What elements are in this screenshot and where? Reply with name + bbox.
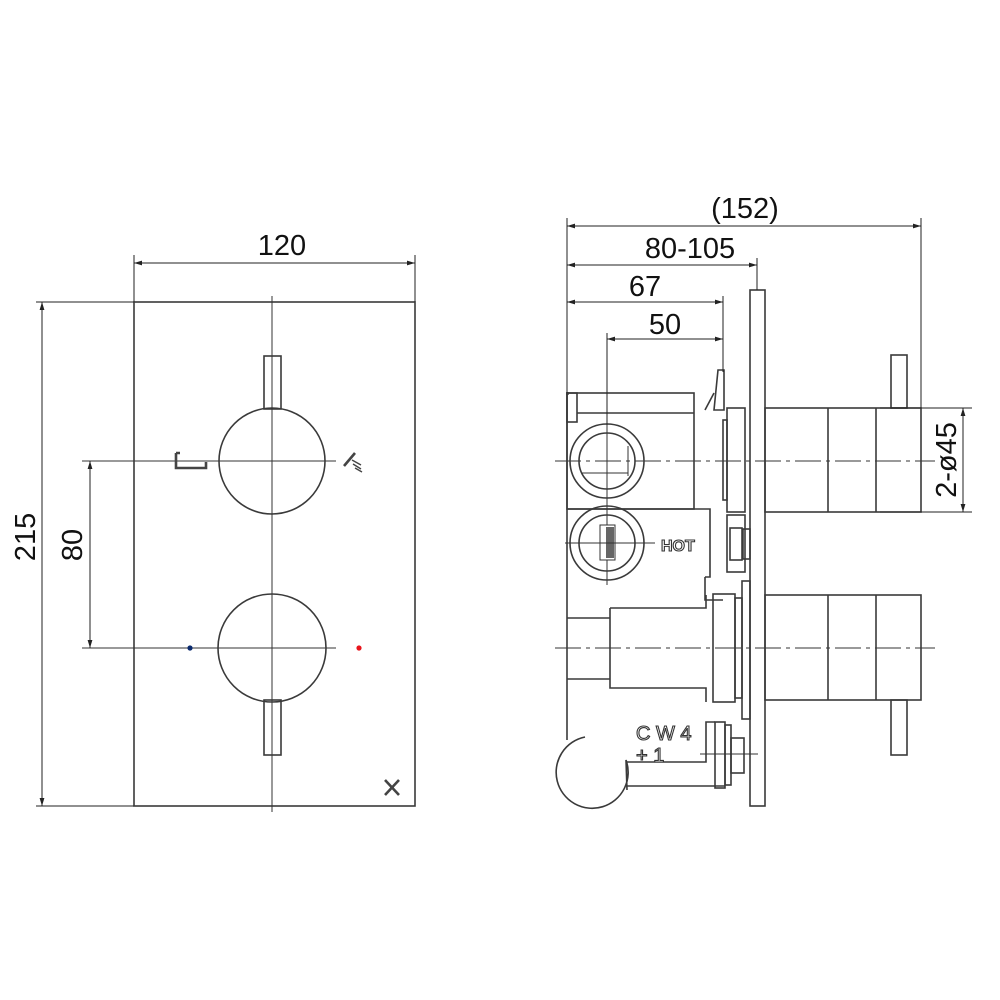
knob-diameter-dimension: 2-ø45 [931,422,963,498]
width-dimension: 120 [258,230,306,262]
cw4-label: C W 4 [636,723,692,745]
plus1-label: + 1 [636,745,664,767]
cold-indicator-dot [187,645,193,651]
wall-plate [749,289,766,807]
front-view: 120 215 80 [10,230,416,812]
shower-icon [343,452,363,473]
lower-knob-side[interactable] [764,594,922,701]
valve-body [555,369,758,810]
lower-port-fitting [565,505,655,581]
lower-knob[interactable] [217,593,327,703]
brand-x-logo [384,779,400,796]
wall-depth-dimension: 80-105 [645,233,735,265]
lower-lever-side[interactable] [890,699,908,756]
lower-lever[interactable] [263,699,282,756]
depth-67-dimension: 67 [629,271,661,303]
side-view: HOT C W 4 + 1 (152) 80-105 67 50 2-ø45 [555,193,972,810]
upper-knob-side[interactable] [764,407,922,513]
overall-depth-dimension: (152) [711,193,779,225]
spacing-dimension: 80 [57,529,89,561]
hot-label: HOT [661,538,695,555]
hot-indicator-dot [356,645,362,651]
cover-plate [133,301,416,807]
height-dimension: 215 [10,513,42,561]
upper-lever-side[interactable] [890,354,908,409]
bath-icon [174,451,208,470]
depth-50-dimension: 50 [649,309,681,341]
